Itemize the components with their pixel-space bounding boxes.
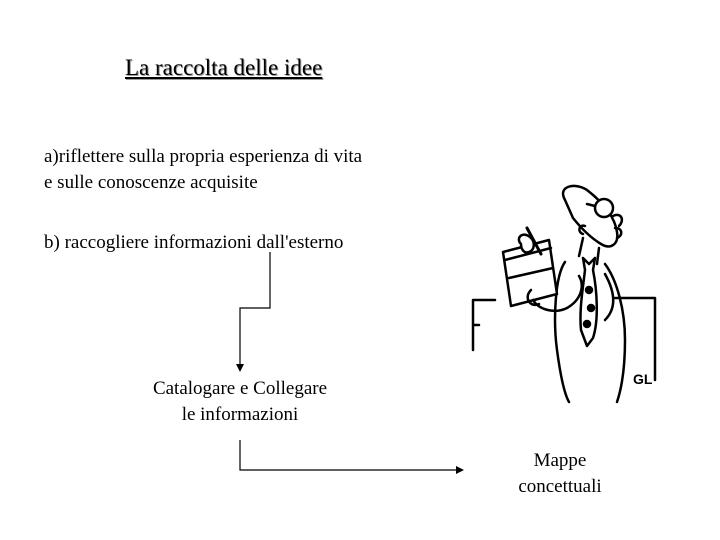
step-maps-line-1: Mappe bbox=[470, 448, 650, 474]
cartoon-man-illustration: GL bbox=[465, 180, 660, 405]
step-catalog-line-1: Catalogare e Collegare bbox=[100, 376, 380, 402]
step-concept-maps: Mappe concettuali bbox=[470, 448, 650, 500]
arrow-to-concept-maps bbox=[240, 440, 462, 470]
illustration-signature: GL bbox=[633, 371, 653, 387]
arrow-to-catalog bbox=[240, 252, 270, 370]
step-maps-line-2: concettuali bbox=[470, 474, 650, 500]
step-catalog: Catalogare e Collegare le informazioni bbox=[100, 376, 380, 428]
step-catalog-line-2: le informazioni bbox=[100, 402, 380, 428]
